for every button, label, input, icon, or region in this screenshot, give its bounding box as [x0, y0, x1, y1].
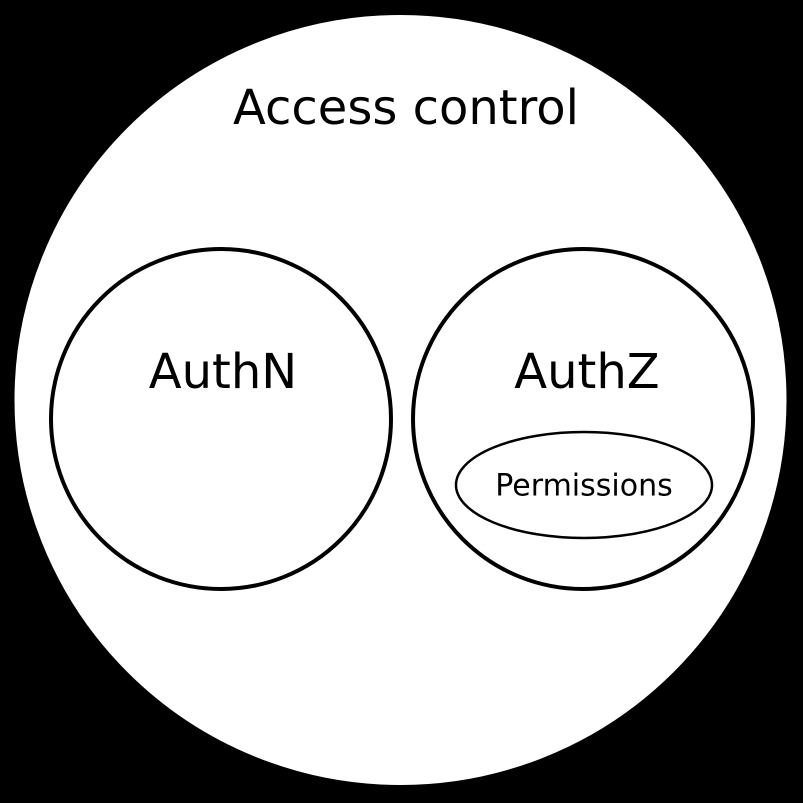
authz-label: AuthZ [514, 344, 659, 400]
authn-label: AuthN [149, 344, 297, 400]
access-control-label: Access control [233, 80, 579, 136]
access-control-ellipse [10, 11, 791, 789]
permissions-ellipse [454, 430, 714, 540]
authn-circle [49, 247, 393, 591]
permissions-label: Permissions [495, 469, 672, 504]
